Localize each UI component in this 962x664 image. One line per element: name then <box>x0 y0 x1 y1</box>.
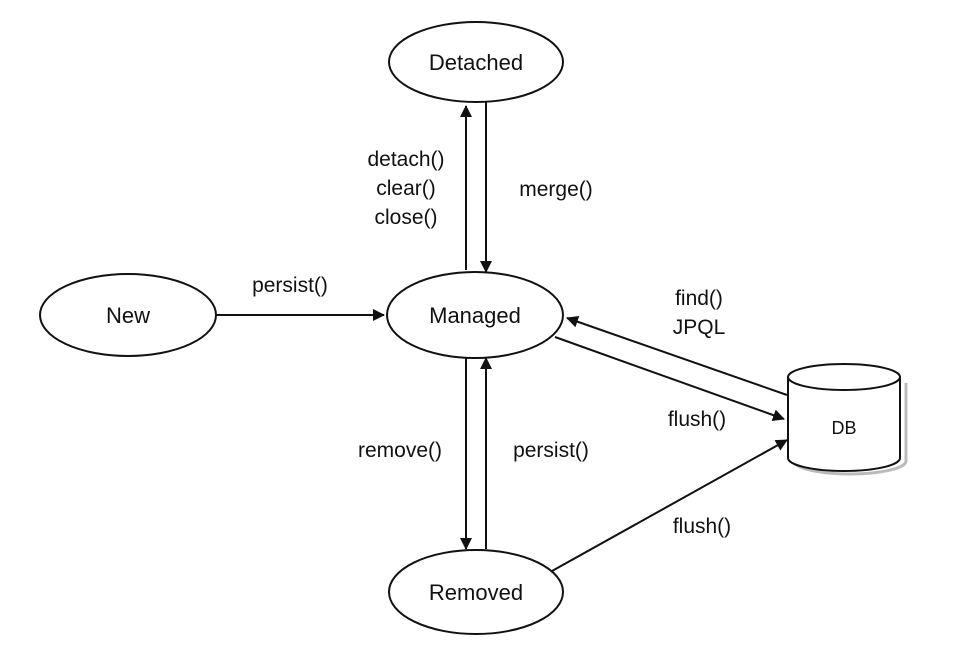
flush-managed-label: flush() <box>668 408 726 431</box>
detached-node: Detached <box>388 21 564 103</box>
detach-label: detach() <box>367 148 444 171</box>
remove-label: remove() <box>358 439 442 462</box>
managed-label: Managed <box>429 303 521 328</box>
new-node: New <box>39 273 217 357</box>
persist-new-label: persist() <box>252 274 328 297</box>
merge-label: merge() <box>519 178 593 201</box>
flush-managed-arrow <box>554 336 785 421</box>
managed-node: Managed <box>386 271 564 359</box>
persist-removed-label: persist() <box>513 439 589 462</box>
jpql-label: JPQL <box>673 316 726 339</box>
find-jpql-arrow <box>566 315 788 396</box>
flush-removed-label: flush() <box>673 515 731 538</box>
detached-label: Detached <box>429 50 523 75</box>
db-label: DB <box>831 418 856 438</box>
db-node: DB <box>787 363 908 476</box>
flush-removed-arrow <box>551 439 788 572</box>
removed-label: Removed <box>429 580 523 605</box>
find-label: find() <box>675 287 723 310</box>
db-cylinder-body <box>787 377 901 472</box>
clear-label: clear() <box>376 177 436 200</box>
new-label: New <box>106 303 150 328</box>
db-cylinder-top <box>787 363 901 391</box>
close-label: close() <box>374 206 437 229</box>
removed-node: Removed <box>388 549 564 635</box>
